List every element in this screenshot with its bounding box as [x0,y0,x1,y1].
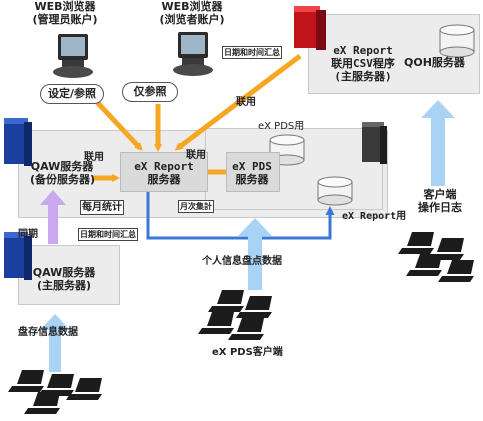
monthly-stats-tag: 每月统计 [80,200,124,215]
csv-server-label: eX Report 联用CSV程序 (主服务器) [331,44,395,83]
server-blue-backup-icon [4,118,32,166]
server-dark-icon [362,122,387,164]
monthly-total-tag: 月次集計 [178,200,214,213]
db-qoh-icon [439,24,475,58]
pc-admin-icon [53,34,93,78]
exreport-server-box [120,152,208,192]
qoh-server-label: QOH服务器 [404,56,465,69]
server-blue-main-icon [4,232,32,280]
link-label-left: 联用 [84,152,104,163]
access-admin-pill: 设定/参照 [40,84,104,104]
qaw-main-panel [18,245,120,305]
laptops-pds-icon [198,290,272,340]
db-exreport-icon [317,176,353,206]
link-label-top: 联用 [236,97,256,108]
server-red-icon [294,6,326,50]
web-admin-label: WEB浏览器 (管理员账户) [32,0,98,26]
qaw-main-label: QAW服务器 (主服务器) [32,266,96,292]
sync-label: 同期 [18,229,38,240]
access-viewer-pill: 仅参照 [122,82,178,102]
qaw-backup-label: QAW服务器 (备份服务器) [30,160,96,186]
exreport-db-label: eX Report用 [342,211,407,222]
laptops-inventory-icon [8,370,102,414]
pc-viewer-icon [173,32,213,76]
laptops-client-log-icon [398,232,474,282]
link-label-right: 联用 [186,150,206,161]
client-log-label: 客户端 操作日志 [418,188,462,214]
expds-server-label: eX PDS 服务器 [232,160,272,186]
expds-panel-title: eX PDS用 [258,121,305,132]
inventory-label: 盘存信息数据 [18,327,78,338]
datetime-tag-top: 日期和时间汇总 [222,46,282,59]
expds-server-box [226,152,280,192]
personal-data-label: 个人信息盘点数据 [202,256,282,267]
web-viewer-label: WEB浏览器 (浏览者账户) [159,0,225,26]
pds-clients-label: eX PDS客户端 [212,347,283,358]
exreport-server-label: eX Report 服务器 [134,160,194,186]
datetime-tag-bottom: 日期和时间汇总 [78,228,138,241]
